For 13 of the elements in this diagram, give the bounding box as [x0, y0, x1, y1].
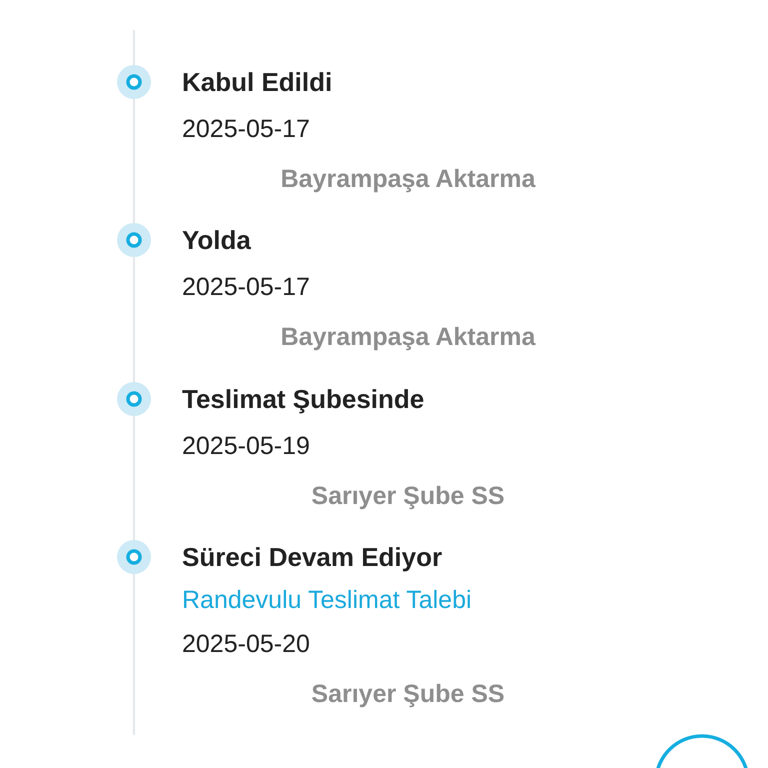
status-title: Teslimat Şubesinde	[182, 383, 424, 416]
location-text: Bayrampaşa Aktarma	[280, 322, 536, 353]
status-date: 2025-05-17	[182, 114, 310, 145]
location-text: Sarıyer Şube SS	[311, 481, 505, 512]
status-title: Kabul Edildi	[182, 66, 332, 99]
location-text: Bayrampaşa Aktarma	[280, 164, 536, 195]
status-title: Yolda	[182, 224, 251, 257]
status-date: 2025-05-20	[182, 629, 310, 660]
status-title: Süreci Devam Ediyor	[182, 541, 442, 574]
status-note: Randevulu Teslimat Talebi	[182, 585, 472, 616]
location-text: Sarıyer Şube SS	[311, 679, 505, 710]
status-date: 2025-05-19	[182, 431, 310, 462]
status-date: 2025-05-17	[182, 272, 310, 303]
